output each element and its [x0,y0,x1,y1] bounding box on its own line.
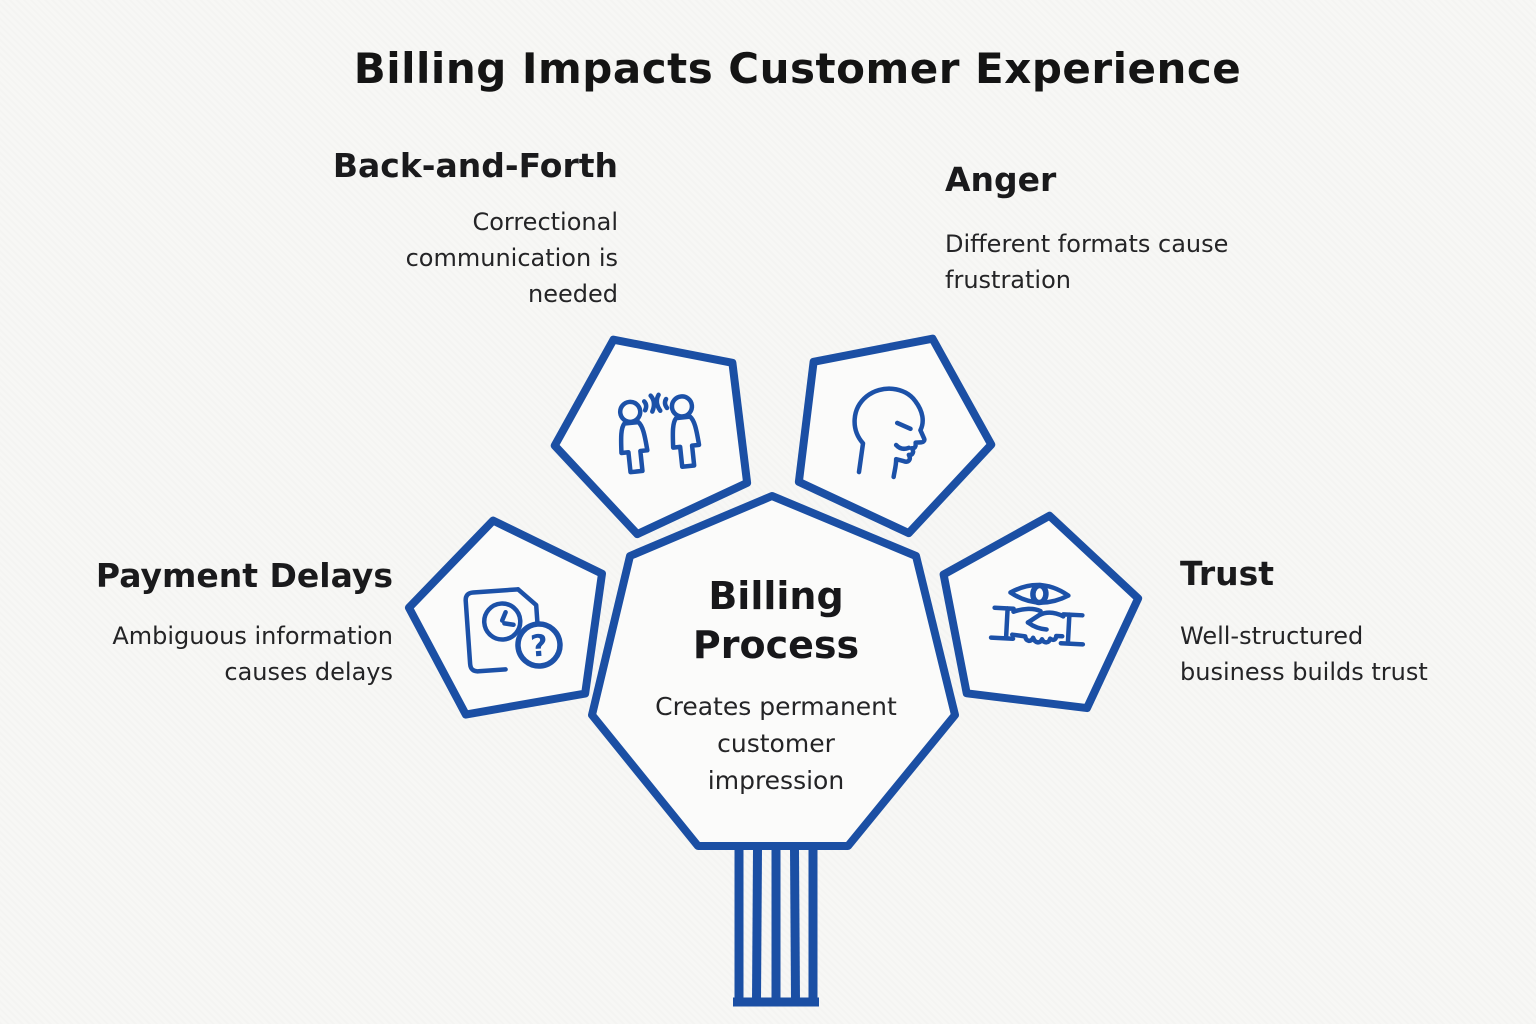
document-clock-question-icon: ? [463,587,563,674]
section-description-back-and-forth: Correctional communication is needed [405,208,618,308]
center-heptagon [588,492,959,850]
question-mark-glyph: ? [529,628,549,664]
pentagon-back-and-forth [550,335,752,539]
section-description-trust: Well-structured business builds trust [1180,622,1428,686]
section-heading-anger: Anger [945,160,1057,199]
people-talking-icon [617,392,702,475]
center-label: Billing Process [692,574,860,668]
eye-handshake-icon [988,582,1086,647]
section-heading-back-and-forth: Back-and-Forth [332,146,618,185]
pentagon-anger [794,334,996,538]
section-heading-payment-delays: Payment Delays [95,556,393,595]
section-description-payment-delays: Ambiguous information causes delays [112,622,393,686]
center-description: Creates permanent customer impression [655,692,897,795]
section-heading-trust: Trust [1180,554,1275,593]
angry-face-profile-icon [852,386,927,480]
page-title: Billing Impacts Customer Experience [353,44,1242,93]
section-description-anger: Different formats cause frustration [945,230,1229,294]
striped-stem [733,848,819,1007]
